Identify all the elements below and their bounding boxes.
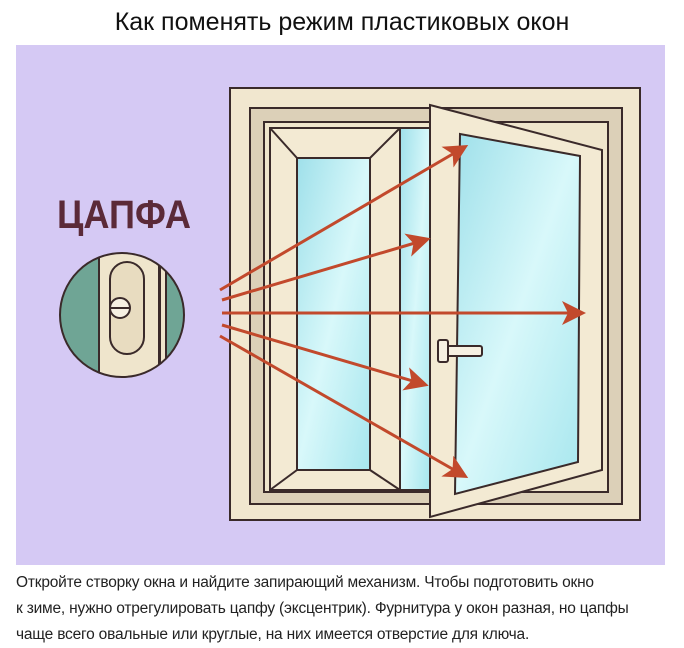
caption-line: чаще всего овальные или круглые, на них …	[16, 626, 530, 643]
article-title: Как поменять режим пластиковых окон	[114, 8, 570, 36]
article-caption: Откройте створку окна и найдите запирающ…	[16, 570, 676, 648]
trunnion-label: ЦАПФА	[57, 193, 191, 237]
caption-line: к зиме, нужно отрегулировать цапфу (эксц…	[16, 600, 629, 617]
caption-line: Откройте створку окна и найдите запирающ…	[16, 574, 594, 591]
trunnion-zoom-icon	[59, 252, 185, 378]
middle-glass	[399, 127, 431, 491]
window-frame	[229, 87, 641, 521]
pointer-arrows	[219, 144, 586, 478]
